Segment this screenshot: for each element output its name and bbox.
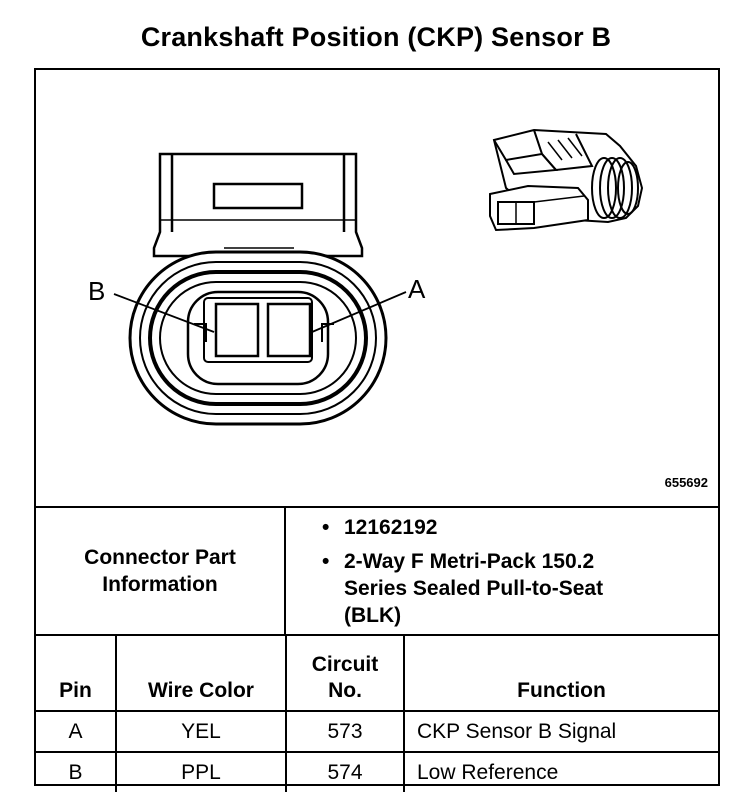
- function-cell: CKP Sensor B Signal: [403, 710, 718, 753]
- connector-info-item: • 2-Way F Metri-Pack 150.2 Series Sealed…: [322, 548, 604, 629]
- bullet-icon: •: [322, 516, 330, 539]
- diagram-title: Crankshaft Position (CKP) Sensor B: [140, 22, 612, 52]
- connector-frame: B A 655692 Connector Part Information • …: [34, 68, 720, 792]
- pin-cell: A: [36, 710, 117, 753]
- header-wire-color: Wire Color: [115, 634, 287, 712]
- connector-type: 2-Way F Metri-Pack 150.2 Series Sealed P…: [344, 550, 604, 627]
- pin-table-header: Pin Wire Color Circuit No. Function: [36, 634, 718, 712]
- bullet-icon: •: [322, 550, 330, 573]
- wire-color-cell: YEL: [115, 710, 287, 753]
- pin-label-b: B: [88, 276, 105, 306]
- pin-table: Pin Wire Color Circuit No. Function A YE…: [36, 634, 718, 792]
- connector-info-label-cell: Connector Part Information: [36, 508, 286, 634]
- connector-drawing: B A: [88, 128, 644, 426]
- connector-info-item: • 12162192: [322, 514, 604, 541]
- connector-info-list: • 12162192 • 2-Way F Metri-Pack 150.2 Se…: [322, 514, 604, 636]
- connector-face-view: [113, 152, 407, 426]
- circuit-cell: 573: [285, 710, 405, 753]
- wire-color-cell: PPL: [115, 751, 287, 792]
- table-row: B PPL 574 Low Reference: [36, 751, 718, 792]
- connector-info-row: Connector Part Information • 12162192 • …: [36, 506, 718, 634]
- connector-figure: B A 655692: [36, 70, 718, 506]
- pin-cell: B: [36, 751, 117, 792]
- pin-label-a: A: [408, 274, 426, 304]
- connector-info-label: Connector Part Information: [84, 546, 236, 596]
- circuit-cell: 574: [285, 751, 405, 792]
- header-circuit: Circuit No.: [285, 634, 405, 712]
- table-row: A YEL 573 CKP Sensor B Signal: [36, 710, 718, 753]
- part-number: 12162192: [344, 516, 438, 539]
- connector-isometric-view: [489, 128, 644, 232]
- header-pin: Pin: [36, 634, 117, 712]
- function-cell: Low Reference: [403, 751, 718, 792]
- figure-id: 655692: [664, 475, 708, 490]
- header-function: Function: [403, 634, 718, 712]
